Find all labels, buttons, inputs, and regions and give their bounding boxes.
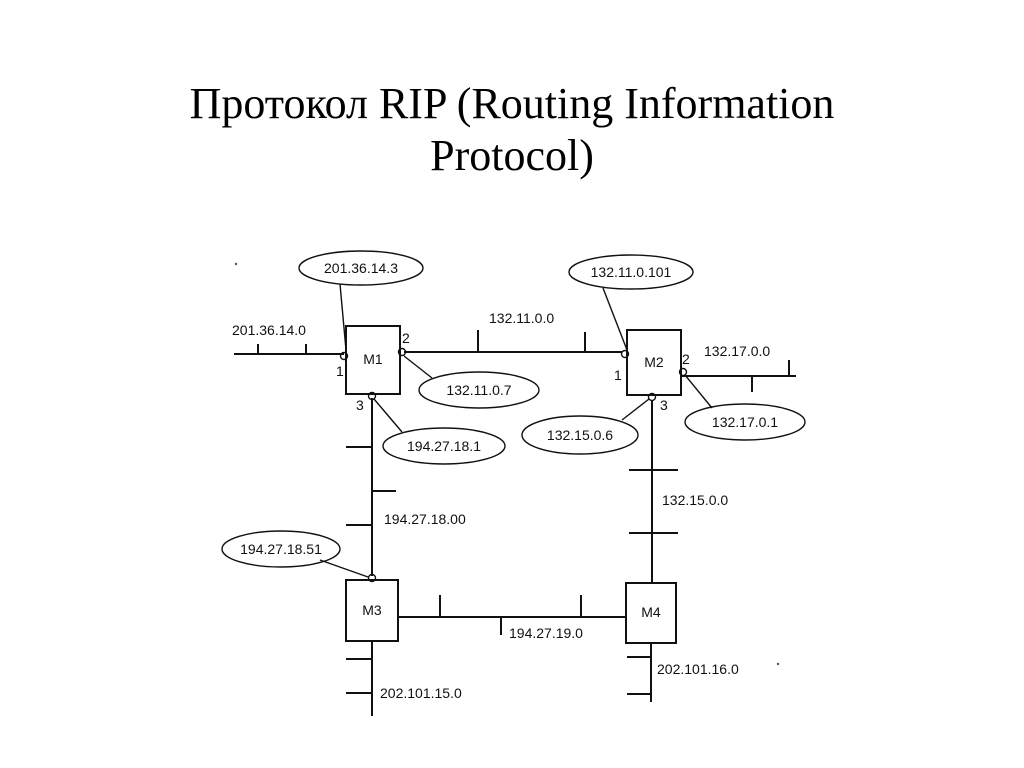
callout-132-17-0-1: 132.17.0.1 (684, 374, 806, 441)
router-m4-label: M4 (641, 604, 661, 620)
address-132-11-0-101: 132.11.0.101 (591, 264, 672, 280)
callout-194-27-18-51: 194.27.18.51 (221, 530, 369, 578)
net-label-202-101-16: 202.101.16.0 (657, 661, 739, 677)
callout-201-36-14-3: 201.36.14.3 (298, 250, 424, 351)
callout-194-27-18-1: 194.27.18.1 (373, 398, 506, 465)
scan-speck (234, 262, 238, 266)
address-201-36-14-3: 201.36.14.3 (324, 260, 398, 276)
port-circle-m2-3 (647, 392, 657, 402)
port-circle-m1-1 (339, 351, 349, 361)
port-circle-m1-3 (367, 391, 377, 401)
router-m4: M4 (625, 582, 677, 644)
port-m2-1: 1 (614, 367, 622, 383)
slide-title: Протокол RIP (Routing Information Protoc… (0, 78, 1024, 182)
address-132-11-0-7: 132.11.0.7 (446, 382, 511, 398)
network-segments (234, 330, 796, 716)
scan-speck (776, 662, 780, 666)
port-m1-2: 2 (402, 330, 410, 346)
net-label-194-27-19: 194.27.19.0 (509, 625, 583, 641)
address-132-15-0-6: 132.15.0.6 (547, 427, 613, 443)
port-markers (339, 347, 688, 583)
port-circle-m2-2 (678, 367, 688, 377)
port-m2-3: 3 (660, 397, 668, 413)
router-m2: M2 (626, 329, 682, 396)
callout-132-15-0-6: 132.15.0.6 (521, 398, 650, 455)
net-label-194-27-18: 194.27.18.00 (384, 511, 466, 527)
port-circle-m2-1 (620, 349, 630, 359)
port-circle-m3 (367, 573, 377, 583)
router-m2-label: M2 (644, 354, 664, 370)
port-m2-2: 2 (682, 351, 690, 367)
router-m3-label: M3 (362, 602, 382, 618)
port-m1-3: 3 (356, 397, 364, 413)
net-label-202-101-15: 202.101.15.0 (380, 685, 462, 701)
net-label-132-11: 132.11.0.0 (489, 310, 554, 326)
net-label-132-15: 132.15.0.0 (662, 492, 728, 508)
router-m1-label: M1 (363, 351, 383, 367)
router-m1: M1 (345, 325, 401, 395)
callout-132-11-0-101: 132.11.0.101 (568, 254, 694, 351)
title-line-1: Протокол RIP (Routing Information (189, 79, 835, 128)
router-m3: M3 (345, 579, 399, 642)
title-line-2: Protocol) (430, 131, 594, 180)
address-194-27-18-51: 194.27.18.51 (240, 541, 322, 557)
port-m1-1: 1 (336, 363, 344, 379)
address-132-17-0-1: 132.17.0.1 (712, 414, 778, 430)
net-label-201-36-14: 201.36.14.0 (232, 322, 306, 338)
address-194-27-18-1: 194.27.18.1 (407, 438, 481, 454)
net-label-132-17: 132.17.0.0 (704, 343, 770, 359)
callout-132-11-0-7: 132.11.0.7 (403, 355, 540, 409)
port-circle-m1-2 (397, 347, 407, 357)
